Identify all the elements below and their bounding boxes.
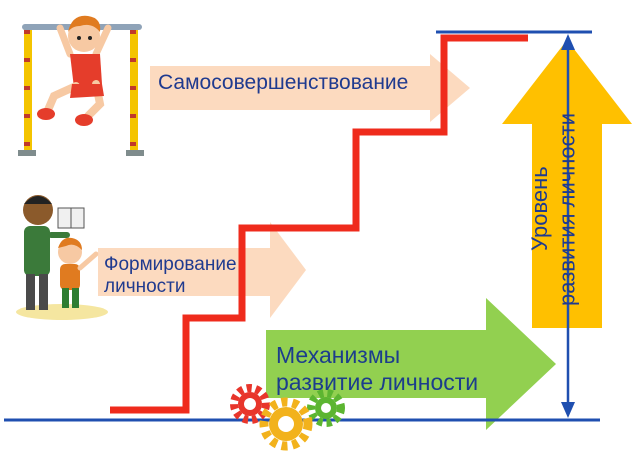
personality-formation-arrow	[98, 222, 306, 318]
personality-formation-label: Формирование личности	[104, 254, 237, 298]
development-level-label: Уровень развития личности	[527, 112, 580, 306]
self-improvement-arrow	[150, 54, 470, 122]
self-improvement-label: Самосовершенствование	[158, 71, 409, 94]
level-scale-arrow	[561, 34, 575, 418]
mechanisms-label: Механизмы развитие личности	[276, 342, 479, 396]
father-and-son-reading-icon	[16, 195, 108, 320]
boy-on-horizontal-bar-icon	[18, 15, 144, 156]
gears-icon	[230, 384, 345, 451]
development-step-line	[110, 34, 528, 414]
